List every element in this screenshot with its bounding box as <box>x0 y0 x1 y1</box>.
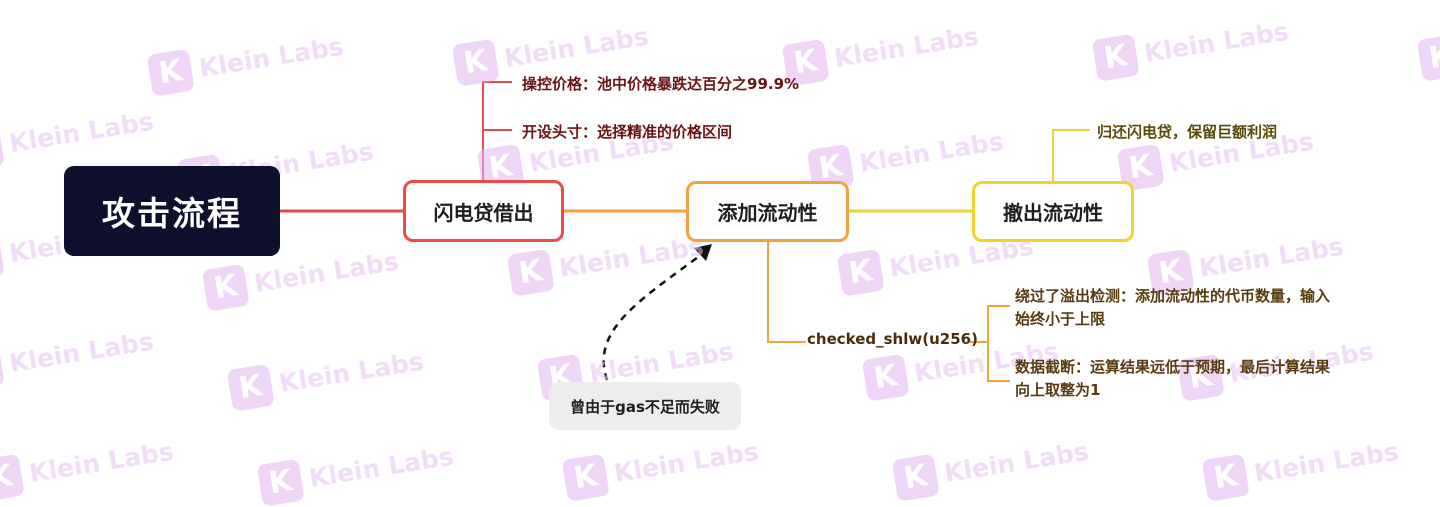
label-repay: 归还闪电贷，保留巨额利润 <box>1097 123 1278 141</box>
label-bypass-overflow: 绕过了溢出检测：添加流动性的代币数量，输入 始终小于上限 <box>1015 285 1385 331</box>
node-remove-liquidity[interactable]: 撤出流动性 <box>972 181 1134 242</box>
bypass-line-2: 始终小于上限 <box>1015 310 1106 328</box>
edge-add-checked <box>767 242 806 343</box>
node-flash-loan[interactable]: 闪电贷借出 <box>403 180 564 242</box>
label-open-position: 开设头寸：选择精准的价格区间 <box>522 123 733 141</box>
edge-flashloan-children <box>482 81 512 180</box>
truncate-line-1: 数据截断：运算结果远低于预期，最后计算结果 <box>1015 358 1331 376</box>
note-gas-failure[interactable]: 曾由于gas不足而失败 <box>549 382 741 430</box>
edge-remove-repay <box>1052 129 1090 181</box>
label-manipulate-price: 操控价格：池中价格暴跌达百分之99.9% <box>522 75 800 93</box>
bypass-line-1: 绕过了溢出检测：添加流动性的代币数量，输入 <box>1015 287 1331 305</box>
truncate-line-2: 向上取整为1 <box>1015 381 1101 399</box>
note-arrowhead <box>694 244 712 261</box>
edge-checked-children <box>970 305 1010 382</box>
label-data-truncation: 数据截断：运算结果远低于预期，最后计算结果 向上取整为1 <box>1015 356 1385 402</box>
root-node[interactable]: 攻击流程 <box>64 166 280 256</box>
label-checked-shlw: checked_shlw(u256) <box>807 330 978 348</box>
node-add-liquidity[interactable]: 添加流动性 <box>686 181 849 242</box>
connector-lines <box>280 81 1090 382</box>
note-dashed-arrow <box>602 250 706 381</box>
